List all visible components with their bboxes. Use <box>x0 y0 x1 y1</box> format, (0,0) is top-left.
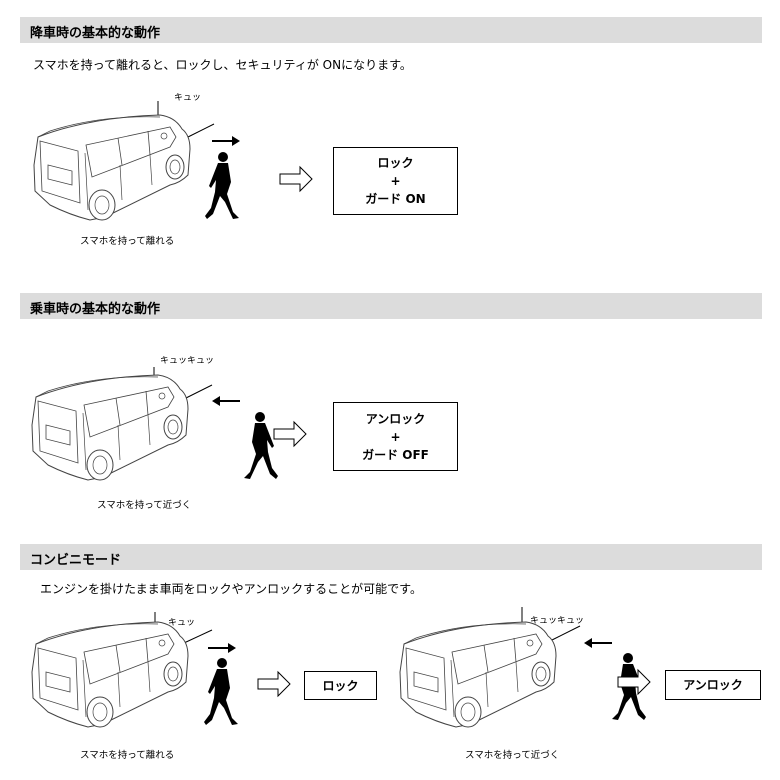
section-description: エンジンを掛けたまま車両をロックやアンロックすることが可能です。 <box>40 582 422 596</box>
hollow-arrow-right-icon <box>279 166 313 192</box>
section-header-exit: 降車時の基本的な動作 <box>20 17 762 43</box>
sound-label: キュッ <box>174 93 202 103</box>
result-line: + <box>390 429 401 444</box>
arrow-right-icon <box>208 643 236 653</box>
sound-label: キュッキュッ <box>530 616 585 626</box>
result-box: ロック + ガード ON <box>333 147 458 215</box>
result-line: ガード ON <box>365 192 426 206</box>
scene-caption: スマホを持って離れる <box>80 236 175 247</box>
sound-label: キュッ <box>168 618 196 628</box>
scene-caption: スマホを持って近づく <box>97 500 192 511</box>
result-line: ガード OFF <box>362 447 429 462</box>
scene-caption: スマホを持って近づく <box>465 750 560 761</box>
hollow-arrow-right-icon <box>617 669 651 695</box>
hollow-arrow-right-icon <box>257 671 291 697</box>
result-line: + <box>390 174 401 188</box>
van-icon <box>33 114 191 221</box>
result-box: アンロック + ガード OFF <box>333 402 458 471</box>
result-box: アンロック <box>665 670 761 700</box>
section-title: コンビニモード <box>30 553 122 568</box>
section-description: スマホを持って離れると、ロックし、セキュリティが ONになります。 <box>33 58 412 72</box>
section-title: 降車時の基本的な動作 <box>30 26 161 41</box>
result-line: アンロック <box>365 411 426 426</box>
arrow-left-icon <box>212 396 240 406</box>
walking-person-icon <box>205 152 239 219</box>
walking-person-icon <box>204 658 238 725</box>
van-icon <box>31 621 189 728</box>
scene-caption: スマホを持って離れる <box>80 750 175 761</box>
sound-label: キュッキュッ <box>160 356 215 366</box>
result-box: ロック <box>304 671 377 700</box>
van-icon <box>399 621 557 728</box>
arrow-right-icon <box>212 136 240 146</box>
walking-person-icon <box>244 412 278 479</box>
section-header-enter: 乗車時の基本的な動作 <box>20 293 762 319</box>
arrow-left-icon <box>584 638 612 648</box>
section-title: 乗車時の基本的な動作 <box>30 302 161 317</box>
result-line: ロック <box>377 156 414 170</box>
result-line: アンロック <box>683 678 743 692</box>
hollow-arrow-right-icon <box>273 421 307 447</box>
result-line: ロック <box>322 678 359 693</box>
section-header-convenience-mode: コンビニモード <box>20 544 762 570</box>
van-icon <box>31 374 189 481</box>
